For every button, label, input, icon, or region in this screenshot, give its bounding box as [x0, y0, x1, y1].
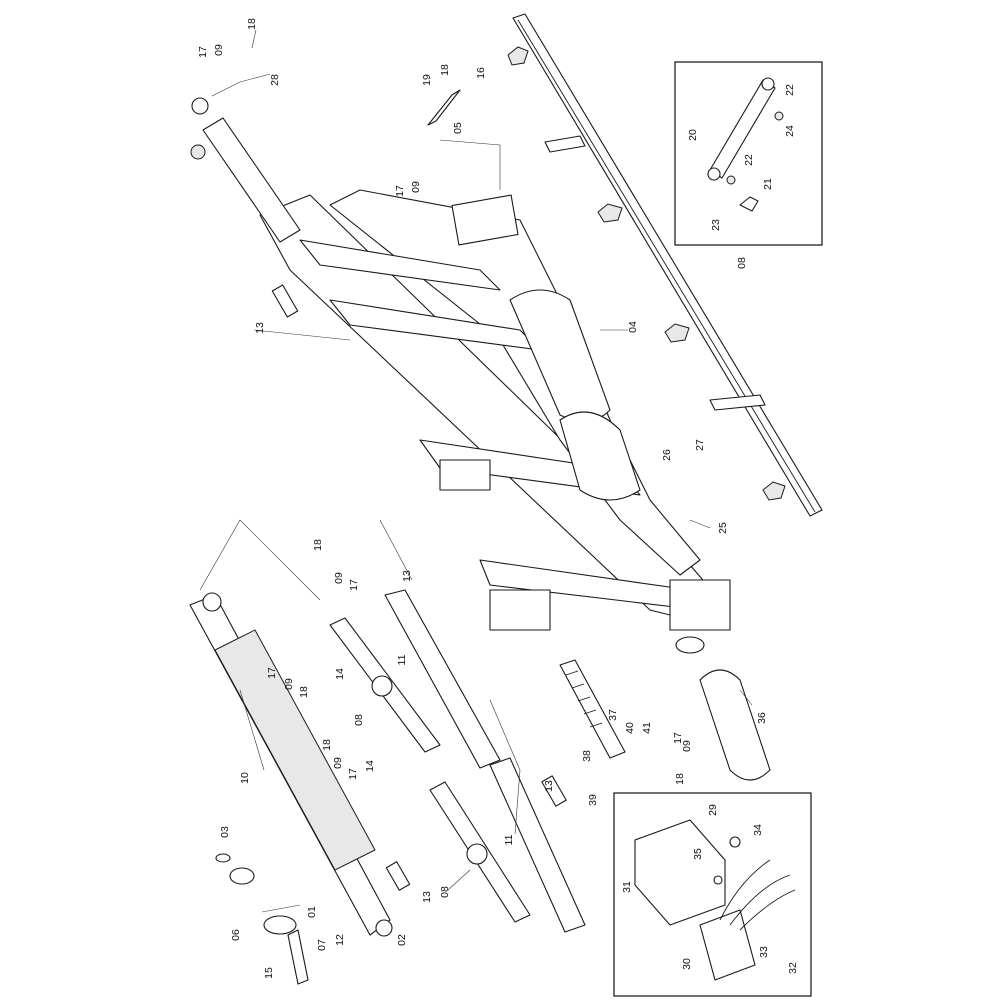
tube-11-upper — [384, 589, 501, 769]
inset-ctrl-callout-32: 32 — [787, 962, 799, 974]
callout-03: 03 — [219, 826, 231, 838]
inset-cyl-callout-21: 21 — [762, 178, 774, 190]
callout-41: 41 — [641, 722, 653, 734]
callout-17: 17 — [348, 579, 360, 591]
callout-labels: 18 17 09 28 19 18 16 05 17 09 13 04 26 2… — [197, 18, 799, 979]
inset-cyl-callout-20: 20 — [687, 129, 699, 141]
callout-07: 07 — [316, 939, 328, 951]
callout-11: 11 — [503, 834, 515, 845]
main-frame — [259, 189, 731, 654]
rod-05 — [427, 89, 461, 126]
callout-08: 08 — [353, 714, 365, 726]
callout-01: 01 — [306, 906, 318, 918]
callout-16: 16 — [475, 67, 487, 79]
callout-09: 09 — [681, 740, 693, 752]
callout-13: 13 — [254, 322, 266, 334]
inset-cyl-callout-22: 22 — [784, 84, 796, 96]
bag-36 — [699, 669, 771, 781]
callout-25: 25 — [717, 522, 729, 534]
callout-18: 18 — [674, 773, 686, 785]
upper-cylinder — [190, 97, 301, 243]
callout-14: 14 — [364, 760, 376, 772]
inset-ctrl-callout-35: 35 — [692, 848, 704, 860]
callout-10: 10 — [239, 772, 251, 784]
side-rail — [512, 13, 823, 517]
inset-ctrl-callout-34: 34 — [752, 824, 764, 836]
callout-19: 19 — [421, 74, 433, 86]
inset-ctrl-callout-30: 30 — [681, 958, 693, 970]
inset-cyl-callout-22: 22 — [743, 154, 755, 166]
callout-05: 05 — [452, 122, 464, 134]
cylinder-08-lower — [429, 781, 531, 923]
inset-ctrl-callout-29: 29 — [707, 804, 719, 816]
arm-10 — [189, 592, 393, 937]
callout-39: 39 — [587, 794, 599, 806]
inset-cyl-callout-24: 24 — [784, 125, 796, 137]
callout-15: 15 — [263, 967, 275, 979]
inset-cyl-ref-08: 08 — [736, 257, 748, 269]
callout-13: 13 — [421, 891, 433, 903]
leader-lines — [199, 29, 753, 913]
callout-09: 09 — [410, 181, 422, 193]
callout-18: 18 — [439, 64, 451, 76]
inset-ctrl-callout-31: 31 — [621, 881, 633, 893]
callout-14: 14 — [334, 668, 346, 680]
callout-38: 38 — [581, 750, 593, 762]
callout-09: 09 — [213, 44, 225, 56]
callout-17: 17 — [197, 46, 209, 58]
cylinder-08-upper — [329, 617, 441, 753]
callout-18: 18 — [321, 739, 333, 751]
callout-11: 11 — [396, 654, 408, 665]
callout-17: 17 — [266, 667, 278, 679]
inset-cylinder-detail — [674, 61, 823, 246]
callout-08: 08 — [439, 886, 451, 898]
callout-06: 06 — [230, 929, 242, 941]
small-parts-lower-left — [215, 853, 309, 985]
tube-11-lower — [489, 757, 586, 933]
callout-27: 27 — [694, 439, 706, 451]
spring-37 — [559, 659, 626, 759]
callout-18: 18 — [298, 686, 310, 698]
rail-clamps — [507, 46, 786, 501]
callout-17: 17 — [347, 768, 359, 780]
brackets-13 — [271, 284, 567, 891]
callout-09: 09 — [333, 572, 345, 584]
callout-18: 18 — [246, 18, 258, 30]
callout-04: 04 — [627, 321, 639, 333]
callout-26: 26 — [661, 449, 673, 461]
callout-13: 13 — [401, 570, 413, 582]
inset-control-detail — [613, 792, 812, 997]
callout-37: 37 — [607, 709, 619, 721]
callout-18: 18 — [312, 539, 324, 551]
callout-02: 02 — [396, 934, 408, 946]
inset-ctrl-callout-33: 33 — [758, 946, 770, 958]
inset-cyl-callout-23: 23 — [710, 219, 722, 231]
callout-40: 40 — [624, 722, 636, 734]
callout-12: 12 — [334, 934, 346, 946]
callout-09: 09 — [283, 678, 295, 690]
callout-36: 36 — [756, 712, 768, 724]
callout-28: 28 — [269, 74, 281, 86]
callout-17: 17 — [394, 185, 406, 197]
callout-09: 09 — [332, 757, 344, 769]
callout-13: 13 — [543, 780, 555, 792]
callout-17: 17 — [672, 732, 684, 744]
